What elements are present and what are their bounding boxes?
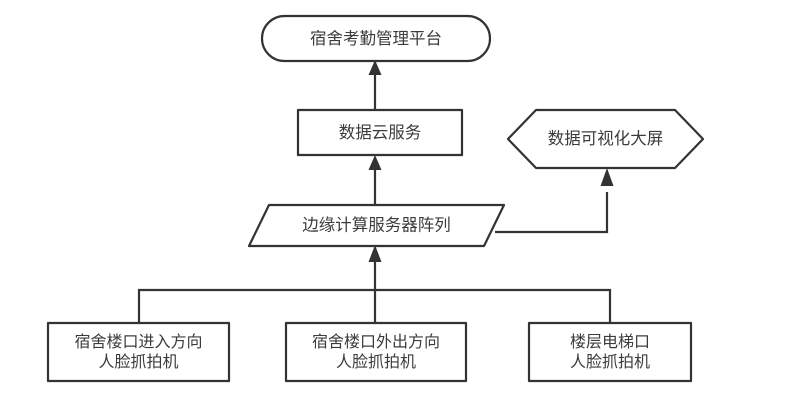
edge-cameras-to-array [137,245,612,323]
node-camera-elevator-label-line1: 楼层电梯口 [570,333,650,351]
node-platform[interactable]: 宿舍考勤管理平台 [260,14,492,63]
arrowhead-icon [600,168,614,186]
node-camera-exit-label-line2: 人脸抓拍机 [336,353,416,371]
edge-array-to-bigscreen [495,168,614,234]
node-platform-shape[interactable] [260,14,492,63]
node-edge-server-array-shape[interactable] [247,203,506,248]
edge-array-to-cloud [368,155,382,205]
node-camera-exit[interactable]: 宿舍楼口外出方向 人脸抓拍机 [284,321,468,383]
edge-line [495,192,609,234]
arrowhead-icon [368,60,382,75]
node-edge-server-array[interactable]: 边缘计算服务器阵列 [247,203,506,248]
edge-group [137,60,614,323]
node-camera-elevator-shape[interactable] [527,321,693,383]
node-cloud-service-shape[interactable] [296,108,464,157]
node-camera-entry-shape[interactable] [46,321,231,383]
node-camera-exit-label-line1: 宿舍楼口外出方向 [312,333,440,351]
node-cloud-service[interactable]: 数据云服务 [296,108,464,157]
node-camera-elevator-label-line2: 人脸抓拍机 [570,353,650,371]
node-camera-entry-label-line2: 人脸抓拍机 [98,353,178,371]
node-big-screen[interactable]: 数据可视化大屏 [506,108,705,170]
edge-cloud-to-platform [368,60,382,110]
node-camera-elevator[interactable]: 楼层电梯口 人脸抓拍机 [527,321,693,383]
node-camera-exit-shape[interactable] [284,321,468,383]
node-camera-entry-label-line1: 宿舍楼口进入方向 [74,333,202,351]
node-big-screen-label: 数据可视化大屏 [548,129,664,148]
arrowhead-icon [368,245,382,262]
node-edge-server-array-label: 边缘计算服务器阵列 [302,215,451,234]
node-cloud-service-label: 数据云服务 [339,123,422,142]
node-camera-entry[interactable]: 宿舍楼口进入方向 人脸抓拍机 [46,321,231,383]
node-platform-label: 宿舍考勤管理平台 [310,29,442,48]
arrowhead-icon [368,155,382,170]
node-big-screen-shape[interactable] [506,108,705,170]
